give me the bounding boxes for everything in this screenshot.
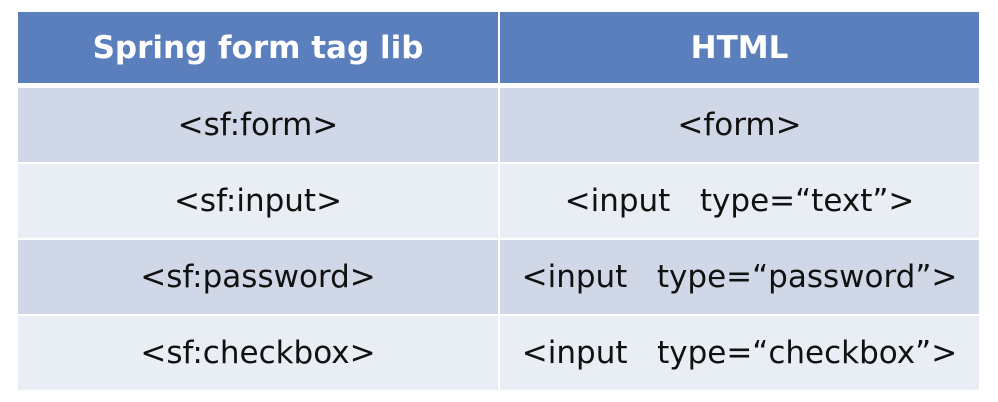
cell-html-equivalent: <input type=“text”> [499,163,979,240]
cell-html-equivalent: <form> [499,85,979,164]
cell-spring-tag: <sf:input> [18,163,500,240]
cell-html-equivalent: <input type=“password”> [499,239,979,316]
header-spring-form-tag-lib: Spring form tag lib [18,12,500,88]
table-row: <sf:form> <form> [18,85,979,164]
table-row: <sf:checkbox> <input type=“checkbox”> [18,315,979,392]
comparison-table: Spring form tag lib HTML <sf:form> <form… [18,12,979,392]
table-row: <sf:input> <input type=“text”> [18,163,979,240]
table-row: <sf:password> <input type=“password”> [18,239,979,316]
cell-spring-tag: <sf:checkbox> [18,315,500,392]
header-html: HTML [499,12,979,88]
cell-spring-tag: <sf:password> [18,239,500,316]
cell-spring-tag: <sf:form> [18,85,500,164]
table-header-row: Spring form tag lib HTML [18,12,979,88]
cell-html-equivalent: <input type=“checkbox”> [499,315,979,392]
